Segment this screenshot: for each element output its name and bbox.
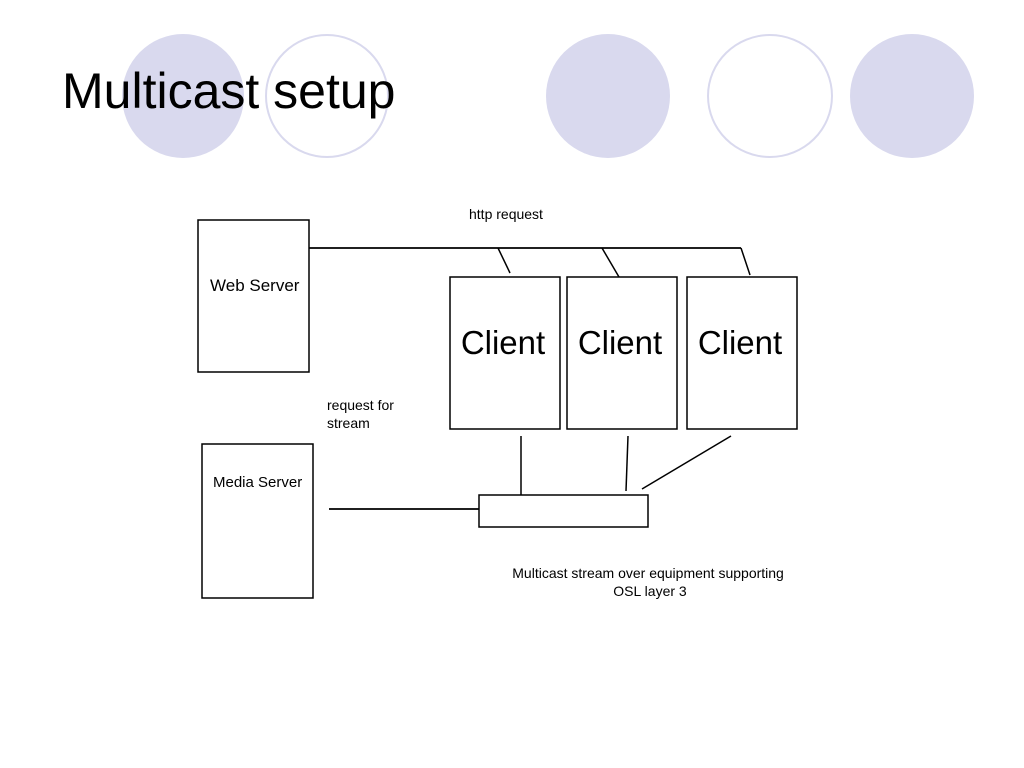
client-label: Client <box>698 324 782 361</box>
decorative-circle <box>850 34 974 158</box>
http-request-branch <box>497 247 511 274</box>
multicast-caption: Multicast stream over equipment supporti… <box>512 565 787 599</box>
client-box <box>449 276 561 430</box>
request-for-stream-line: stream <box>327 415 370 431</box>
request-for-stream-label: request for stream <box>327 397 398 431</box>
http-request-branch <box>740 247 751 276</box>
decorative-circle <box>707 34 833 158</box>
http-request-label: http request <box>469 206 543 222</box>
request-for-stream-line: request for <box>327 397 394 413</box>
http-request-branch <box>601 247 620 278</box>
multicast-switch-box <box>478 494 649 528</box>
client-label: Client <box>578 324 662 361</box>
decorative-circle <box>122 34 244 158</box>
web-server-label: Web Server <box>210 276 300 295</box>
client-link <box>625 435 629 492</box>
client-box <box>566 276 678 430</box>
multicast-caption-line: Multicast stream over equipment supporti… <box>512 565 784 581</box>
media-server-label: Media Server <box>213 474 302 491</box>
multicast-caption-line: OSL layer 3 <box>613 583 687 599</box>
web-server-box <box>197 219 310 373</box>
slide-title: Multicast setup <box>62 63 396 119</box>
decorative-circle <box>546 34 670 158</box>
client-label: Client <box>461 324 545 361</box>
media-server-box <box>201 443 314 599</box>
decorative-circle <box>265 34 389 158</box>
client-link <box>641 435 732 490</box>
client-box <box>686 276 798 430</box>
